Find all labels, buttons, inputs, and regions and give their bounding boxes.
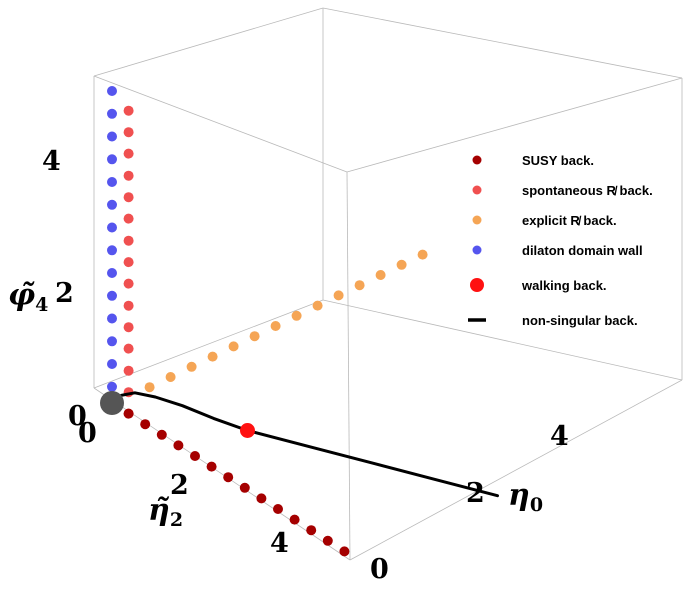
data-point: [107, 290, 117, 301]
data-point: [123, 300, 134, 311]
data-point: [333, 290, 344, 301]
data-point: [123, 343, 134, 354]
data-point: [289, 514, 300, 525]
data-point: [256, 493, 267, 504]
x-tick-label: 0: [78, 418, 97, 449]
data-point: [123, 105, 134, 116]
legend-dot-swatch: [472, 245, 482, 255]
data-point: [240, 423, 255, 438]
legend-label: dilaton domain wall: [522, 243, 643, 258]
data-point: [228, 341, 239, 352]
legend-label: spontaneous R̸ back.: [522, 183, 653, 198]
data-marks: [100, 86, 499, 557]
y-tick-label: 0: [370, 554, 389, 585]
data-point: [375, 270, 386, 280]
data-point: [107, 222, 117, 233]
box-edge: [349, 379, 683, 561]
data-point: [123, 213, 134, 224]
data-point: [107, 199, 117, 210]
data-point: [107, 177, 117, 187]
z-axis-label: φ̃4: [8, 278, 48, 316]
data-point: [123, 365, 134, 376]
legend-dot-swatch: [472, 155, 482, 165]
legend-label: SUSY back.: [522, 153, 594, 168]
data-point: [107, 131, 117, 142]
legend-dot-swatch: [472, 215, 482, 225]
data-point: [270, 321, 281, 331]
data-point: [123, 278, 134, 289]
y-axis-label: η0: [508, 478, 543, 516]
data-point: [239, 482, 250, 493]
data-point: [190, 451, 200, 461]
z-axis-ticks: 0 2 4: [42, 146, 87, 432]
data-point: [123, 148, 134, 159]
data-point: [144, 382, 155, 393]
data-point: [273, 504, 283, 514]
data-point: [107, 381, 117, 392]
x-axis-ticks: 0 2 4: [78, 418, 289, 559]
data-point: [396, 259, 407, 270]
data-point: [123, 170, 134, 181]
box-edge: [322, 7, 683, 79]
data-point: [107, 245, 117, 256]
x-axis-label: η̃2: [148, 493, 183, 531]
y-tick-label: 2: [466, 478, 485, 509]
non-singular-curve: [110, 391, 499, 498]
data-point: [156, 429, 167, 440]
x-tick-label: 4: [270, 528, 289, 559]
legend-label: walking back.: [521, 278, 607, 293]
box-edge: [322, 299, 683, 381]
data-point: [312, 300, 323, 311]
legend-label: explicit R̸ back.: [522, 213, 617, 228]
data-point: [107, 313, 117, 324]
box-edge: [93, 75, 348, 173]
legend: SUSY back. spontaneous R̸ back. explicit R…: [468, 153, 653, 328]
data-point: [123, 127, 134, 138]
z-tick-label: 4: [42, 146, 61, 177]
data-point: [123, 192, 134, 203]
data-point: [123, 322, 134, 333]
data-point: [223, 472, 234, 483]
data-point: [354, 280, 365, 291]
data-point: [107, 359, 117, 369]
box-edge: [93, 7, 324, 77]
data-point: [206, 461, 217, 472]
data-point: [173, 440, 184, 451]
data-point: [107, 336, 117, 347]
legend-dot-swatch: [470, 278, 484, 292]
y-axis-ticks: 0 2 4: [370, 421, 569, 585]
legend-label: non-singular back.: [522, 313, 638, 328]
data-point: [249, 331, 260, 342]
data-point: [140, 419, 151, 430]
data-point: [306, 525, 317, 536]
data-point: [186, 361, 197, 372]
data-point: [107, 108, 117, 119]
z-tick-label: 2: [55, 278, 74, 309]
data-point: [417, 249, 428, 260]
data-point: [291, 310, 302, 321]
data-point: [123, 257, 134, 268]
box-edge: [346, 171, 351, 561]
data-point: [339, 546, 350, 557]
data-point: [107, 86, 117, 96]
legend-dot-swatch: [472, 185, 482, 195]
data-point: [107, 268, 117, 278]
data-point: [107, 154, 117, 165]
origin-special-point: [100, 391, 124, 415]
data-point: [165, 372, 176, 382]
data-point: [123, 235, 134, 246]
box-edge: [346, 77, 683, 173]
plot-box: [93, 7, 683, 561]
y-tick-label: 4: [550, 421, 569, 452]
data-point: [207, 351, 218, 362]
z-tick-label: 0: [68, 401, 87, 432]
x-tick-label: 2: [170, 470, 189, 501]
data-point: [322, 535, 333, 546]
data-point: [123, 408, 134, 419]
